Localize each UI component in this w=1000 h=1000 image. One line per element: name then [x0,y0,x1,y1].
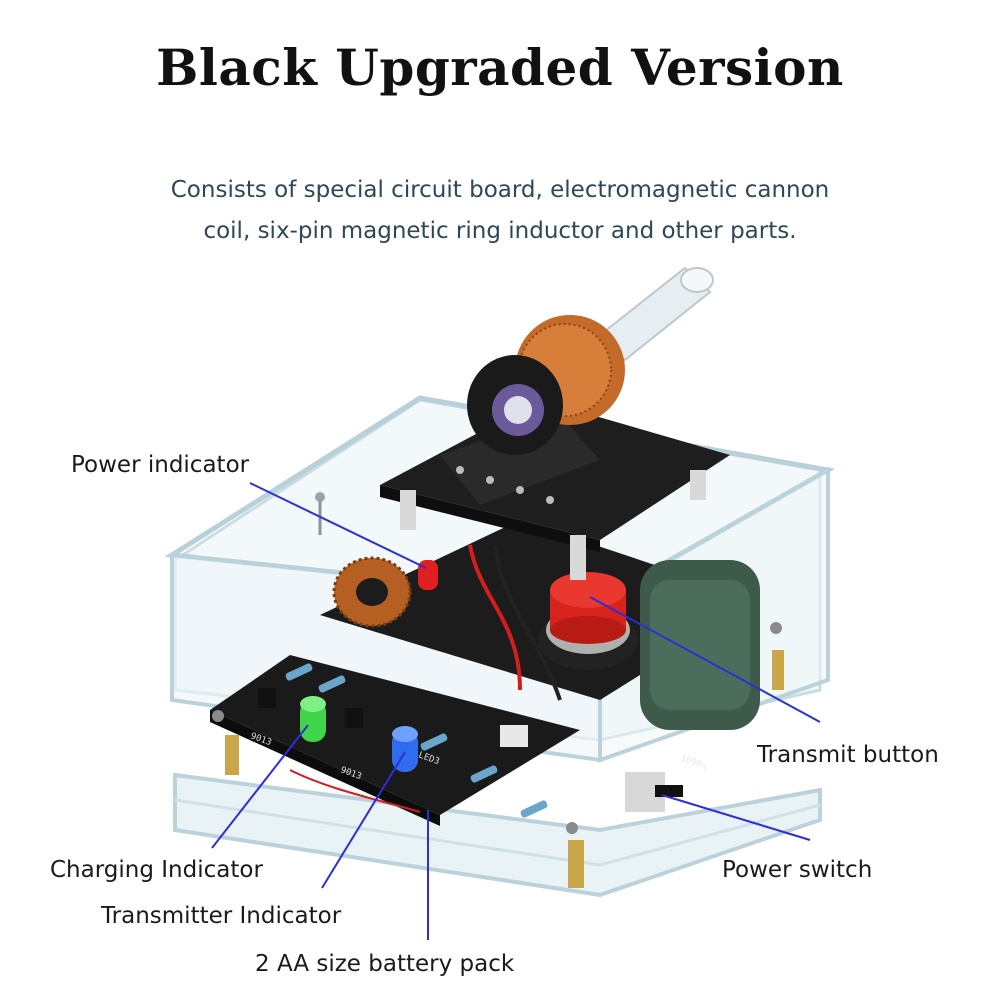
callout-transmit-button [589,596,821,723]
callout-lines [211,482,821,940]
description: Consists of special circuit board, elect… [100,170,900,252]
silkscreen-capacitor: 1000u [679,753,708,772]
front-circuit-board: 9013 9013 LED3 1000u [210,622,782,834]
label-power-switch: Power switch [722,857,873,883]
description-line-2: coil, six-pin magnetic ring inductor and… [203,218,797,244]
callout-power-indicator [249,482,427,569]
label-charging-indicator: Charging Indicator [50,857,263,883]
label-power-indicator: Power indicator [71,452,250,478]
label-transmitter-indicator: Transmitter Indicator [101,903,342,929]
electromagnetic-coil [380,266,730,580]
label-battery-pack: 2 AA size battery pack [255,951,515,977]
callout-power-switch [661,794,811,841]
description-line-1: Consists of special circuit board, elect… [170,177,830,203]
callout-transmitter-indicator [321,751,406,889]
callout-charging-indicator [211,724,309,849]
page-title: Black Upgraded Version [156,38,844,97]
label-transmit-button: Transmit button [757,742,939,768]
